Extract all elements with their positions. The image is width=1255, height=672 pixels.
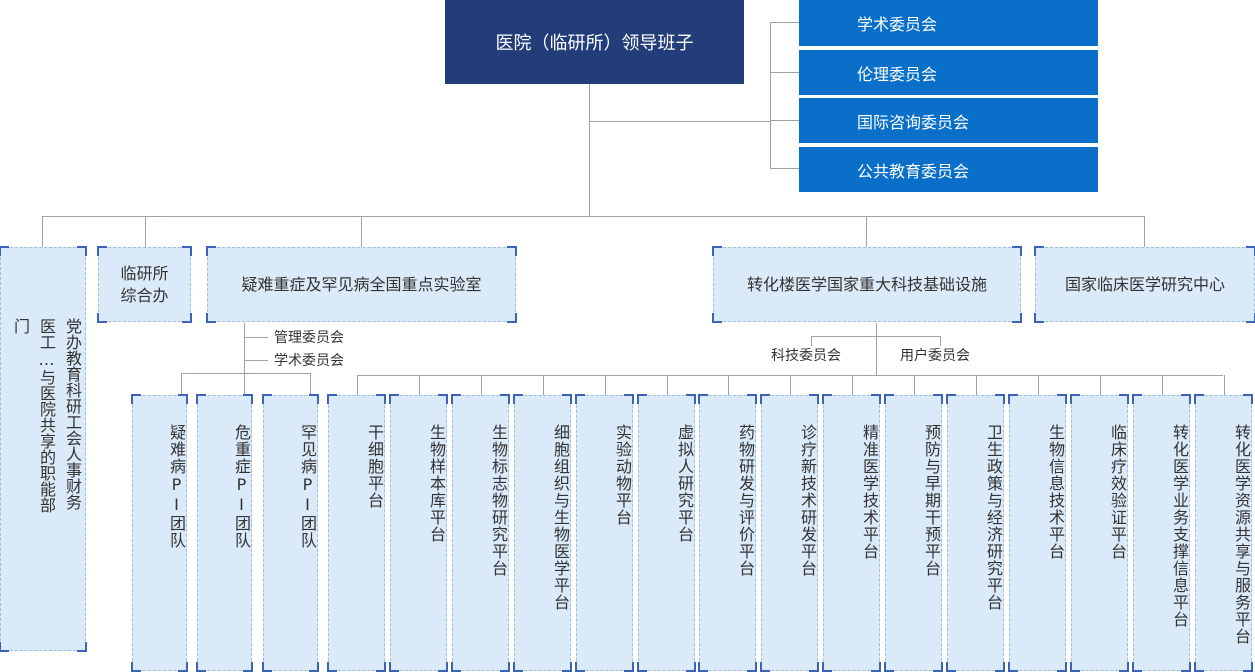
connector <box>790 375 791 395</box>
connector <box>543 375 544 395</box>
comprehensive-office-label: 临研所 综合办 <box>120 263 169 305</box>
connector <box>310 373 311 395</box>
facility-box: 转化楼医学国家重大科技基础设施 <box>712 246 1022 323</box>
clinical-center-title: 国家临床医学研究中心 <box>1064 274 1225 294</box>
connector <box>357 375 358 395</box>
connector <box>852 375 853 395</box>
committee-academic: 学术委员会 <box>799 0 1098 46</box>
platform-label: 药物研发与评价平台 <box>736 424 755 577</box>
connector <box>811 336 812 346</box>
platform-label: 虚拟人研究平台 <box>675 424 694 543</box>
committee-international: 国际咨询委员会 <box>799 98 1098 143</box>
connector <box>244 337 268 338</box>
platform-box: 虚拟人研究平台 <box>637 394 696 672</box>
connector <box>589 84 590 216</box>
platform-box: 诊疗新技术研发平台 <box>760 394 819 672</box>
comprehensive-office-box: 临研所 综合办 <box>97 246 192 323</box>
key-lab-box: 疑难重症及罕见病全国重点实验室 <box>206 246 517 323</box>
connector <box>589 121 770 122</box>
connector <box>1038 375 1039 395</box>
connector <box>770 72 799 73</box>
connector <box>728 375 729 395</box>
pi-team-label: 罕见病PI团队 <box>298 424 317 549</box>
platform-box: 实验动物平台 <box>575 394 634 672</box>
platform-box: 精准医学技术平台 <box>822 394 881 672</box>
connector <box>419 375 420 395</box>
platform-label: 转化医学业务支撑信息平台 <box>1170 424 1189 628</box>
connector <box>605 375 606 395</box>
platform-box: 卫生政策与经济研究平台 <box>946 394 1005 672</box>
key-lab-title: 疑难重症及罕见病全国重点实验室 <box>241 274 482 294</box>
functional-dept-label: 党办教育科研工会人事财务医工…与医院共享的职能部门 <box>11 318 82 513</box>
connector <box>876 323 877 375</box>
platform-box: 生物样本库平台 <box>389 394 448 672</box>
connector <box>914 375 915 395</box>
connector <box>181 373 182 395</box>
clinical-center-box: 国家临床医学研究中心 <box>1034 246 1255 323</box>
pi-team-box: 疑难病PI团队 <box>131 394 188 672</box>
connector <box>1144 216 1145 247</box>
platform-box: 生物标志物研究平台 <box>451 394 510 672</box>
platform-label: 转化医学资源共享与服务平台 <box>1232 424 1251 645</box>
platform-label: 诊疗新技术研发平台 <box>798 424 817 577</box>
connector <box>770 22 799 23</box>
connector <box>976 375 977 395</box>
connector <box>244 323 245 395</box>
platform-label: 临床疗效验证平台 <box>1108 424 1127 560</box>
connector <box>770 120 799 121</box>
pi-team-box: 罕见病PI团队 <box>262 394 319 672</box>
committee-public-education: 公共教育委员会 <box>799 147 1098 192</box>
platform-label: 细胞组织与生物医学平台 <box>551 424 570 611</box>
connector <box>770 22 771 169</box>
connector <box>1100 375 1101 395</box>
pi-team-box: 危重症PI团队 <box>196 394 253 672</box>
platform-label: 生物标志物研究平台 <box>489 424 508 577</box>
platform-label: 卫生政策与经济研究平台 <box>984 424 1003 611</box>
platform-label: 生物样本库平台 <box>427 424 446 543</box>
connector <box>361 216 362 247</box>
connector <box>1162 375 1163 395</box>
platform-box: 干细胞平台 <box>327 394 386 672</box>
key-lab-management-committee: 管理委员会 <box>274 330 344 346</box>
facility-user-committee: 用户委员会 <box>900 348 970 364</box>
platform-label: 生物信息技术平台 <box>1046 424 1065 560</box>
platform-label: 预防与早期干预平台 <box>922 424 941 577</box>
platform-box: 预防与早期干预平台 <box>884 394 943 672</box>
connector <box>1224 375 1225 395</box>
platform-box: 临床疗效验证平台 <box>1070 394 1129 672</box>
pi-team-label: 疑难病PI团队 <box>167 424 186 549</box>
platform-box: 药物研发与评价平台 <box>698 394 757 672</box>
pi-team-label: 危重症PI团队 <box>232 424 251 549</box>
connector <box>667 375 668 395</box>
connector <box>770 168 799 169</box>
facility-science-committee: 科技委员会 <box>771 348 841 364</box>
leadership-box: 医院（临研所）领导班子 <box>445 0 744 84</box>
connector <box>42 216 1145 217</box>
platform-label: 精准医学技术平台 <box>860 424 879 560</box>
functional-dept-box: 党办教育科研工会人事财务医工…与医院共享的职能部门 <box>0 246 87 652</box>
platform-box: 生物信息技术平台 <box>1008 394 1067 672</box>
connector <box>811 336 941 337</box>
connector <box>940 336 941 346</box>
connector <box>145 216 146 247</box>
connector <box>481 375 482 395</box>
platform-box: 转化医学资源共享与服务平台 <box>1194 394 1253 672</box>
facility-title: 转化楼医学国家重大科技基础设施 <box>746 274 987 294</box>
connector <box>244 360 268 361</box>
connector <box>42 216 43 247</box>
platform-label: 干细胞平台 <box>365 424 384 509</box>
platform-box: 细胞组织与生物医学平台 <box>513 394 572 672</box>
connector <box>866 216 867 247</box>
key-lab-academic-committee: 学术委员会 <box>274 353 344 369</box>
platform-label: 实验动物平台 <box>613 424 632 526</box>
committee-ethics: 伦理委员会 <box>799 50 1098 95</box>
platform-box: 转化医学业务支撑信息平台 <box>1132 394 1191 672</box>
connector <box>181 373 310 374</box>
